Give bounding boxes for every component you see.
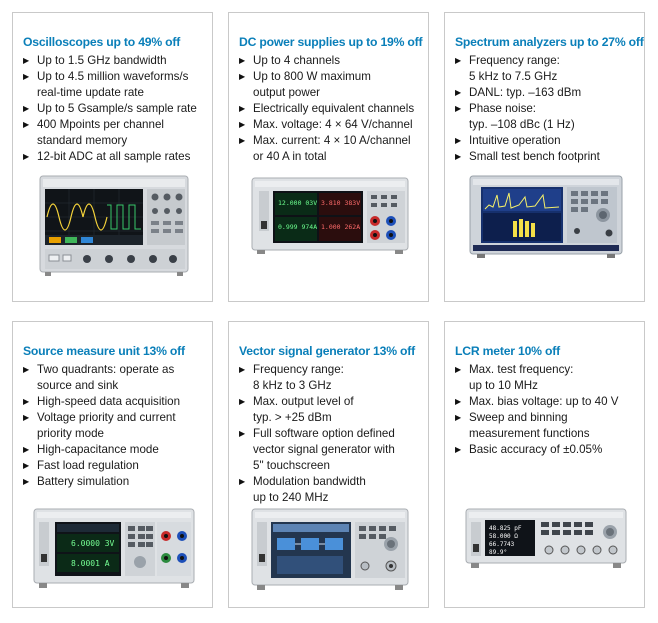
list-item: 400 Mpoints per channel standard memory: [23, 117, 208, 149]
list-item: Up to 4 channels: [239, 53, 424, 69]
card-title: Source measure unit 13% off: [23, 344, 185, 358]
card-title: DC power supplies up to 19% off: [239, 35, 423, 49]
display-readout: 8.0001 A: [71, 559, 110, 568]
list-item: Fast load regulation: [23, 458, 208, 474]
list-item: Two quadrants: operate as source and sin…: [23, 362, 208, 394]
list-item: Modulation bandwidth up to 240 MHz: [239, 474, 424, 506]
list-item: Up to 5 Gsample/s sample rate: [23, 101, 208, 117]
display-readout: 58.000 Ω: [489, 533, 518, 540]
card-title: LCR meter 10% off: [455, 344, 560, 358]
list-item: DANL: typ. –163 dBm: [455, 85, 640, 101]
vector-signal-generator-image: [251, 508, 409, 590]
list-item: 12-bit ADC at all sample rates: [23, 149, 208, 165]
feature-list: Frequency range: 8 kHz to 3 GHz Max. out…: [239, 362, 424, 506]
list-item: Frequency range: 8 kHz to 3 GHz: [239, 362, 424, 394]
list-item: Up to 1.5 GHz bandwidth: [23, 53, 208, 69]
display-readout: 66.7743: [489, 541, 515, 548]
source-measure-unit-image: 6.0000 3V 8.0001 A: [33, 508, 195, 588]
feature-list: Max. test frequency: up to 10 MHz Max. b…: [455, 362, 640, 458]
list-item: Max. test frequency: up to 10 MHz: [455, 362, 640, 394]
list-item: Voltage priority and current priority mo…: [23, 410, 208, 442]
list-item: Small test bench footprint: [455, 149, 640, 165]
display-readout: 3.810 383V: [321, 199, 360, 207]
list-item: Electrically equivalent channels: [239, 101, 424, 117]
display-readout: 12.000 03V: [278, 199, 317, 207]
display-readout: 48.825 pF: [489, 525, 522, 532]
list-item: Up to 4.5 million waveforms/s real-time …: [23, 69, 208, 101]
list-item: Max. voltage: 4 × 64 V/channel: [239, 117, 424, 133]
product-card-spectrum-analyzers[interactable]: Spectrum analyzers up to 27% off Frequen…: [444, 12, 645, 302]
dc-power-supply-image: 12.000 03V 3.810 383V 0.999 974A 1.000 2…: [251, 177, 409, 254]
product-card-oscilloscopes[interactable]: Oscilloscopes up to 49% off Up to 1.5 GH…: [12, 12, 213, 302]
oscilloscope-image: [39, 175, 189, 276]
list-item: Max. bias voltage: up to 40 V: [455, 394, 640, 410]
list-item: High-capacitance mode: [23, 442, 208, 458]
list-item: High-speed data acquisition: [23, 394, 208, 410]
product-card-lcr-meter[interactable]: LCR meter 10% off Max. test frequency: u…: [444, 321, 645, 608]
card-title: Oscilloscopes up to 49% off: [23, 35, 181, 49]
feature-list: Frequency range: 5 kHz to 7.5 GHz DANL: …: [455, 53, 640, 165]
list-item: Max. output level of typ. > +25 dBm: [239, 394, 424, 426]
list-item: Full software option defined vector sign…: [239, 426, 424, 474]
list-item: Frequency range: 5 kHz to 7.5 GHz: [455, 53, 640, 85]
product-card-dc-power-supplies[interactable]: DC power supplies up to 19% off Up to 4 …: [228, 12, 429, 302]
product-card-vector-signal-generator[interactable]: Vector signal generator 13% off Frequenc…: [228, 321, 429, 608]
feature-list: Two quadrants: operate as source and sin…: [23, 362, 208, 490]
list-item: Max. current: 4 × 10 A/channel or 40 A i…: [239, 133, 424, 165]
list-item: Intuitive operation: [455, 133, 640, 149]
display-readout: 6.0000 3V: [71, 539, 115, 548]
display-readout: 1.000 262A: [321, 223, 360, 231]
display-readout: 0.999 974A: [278, 223, 317, 231]
spectrum-analyzer-image: [469, 175, 623, 258]
list-item: Phase noise: typ. –108 dBc (1 Hz): [455, 101, 640, 133]
feature-list: Up to 1.5 GHz bandwidth Up to 4.5 millio…: [23, 53, 208, 165]
card-title: Vector signal generator 13% off: [239, 344, 415, 358]
card-title: Spectrum analyzers up to 27% off: [455, 35, 644, 49]
list-item: Battery simulation: [23, 474, 208, 490]
display-readout: 89.9°: [489, 549, 507, 556]
list-item: Up to 800 W maximum output power: [239, 69, 424, 101]
list-item: Basic accuracy of ±0.05%: [455, 442, 640, 458]
lcr-meter-image: 48.825 pF 58.000 Ω 66.7743 89.9°: [465, 508, 627, 568]
feature-list: Up to 4 channels Up to 800 W maximum out…: [239, 53, 424, 165]
product-card-source-measure-unit[interactable]: Source measure unit 13% off Two quadrant…: [12, 321, 213, 608]
list-item: Sweep and binning measurement functions: [455, 410, 640, 442]
